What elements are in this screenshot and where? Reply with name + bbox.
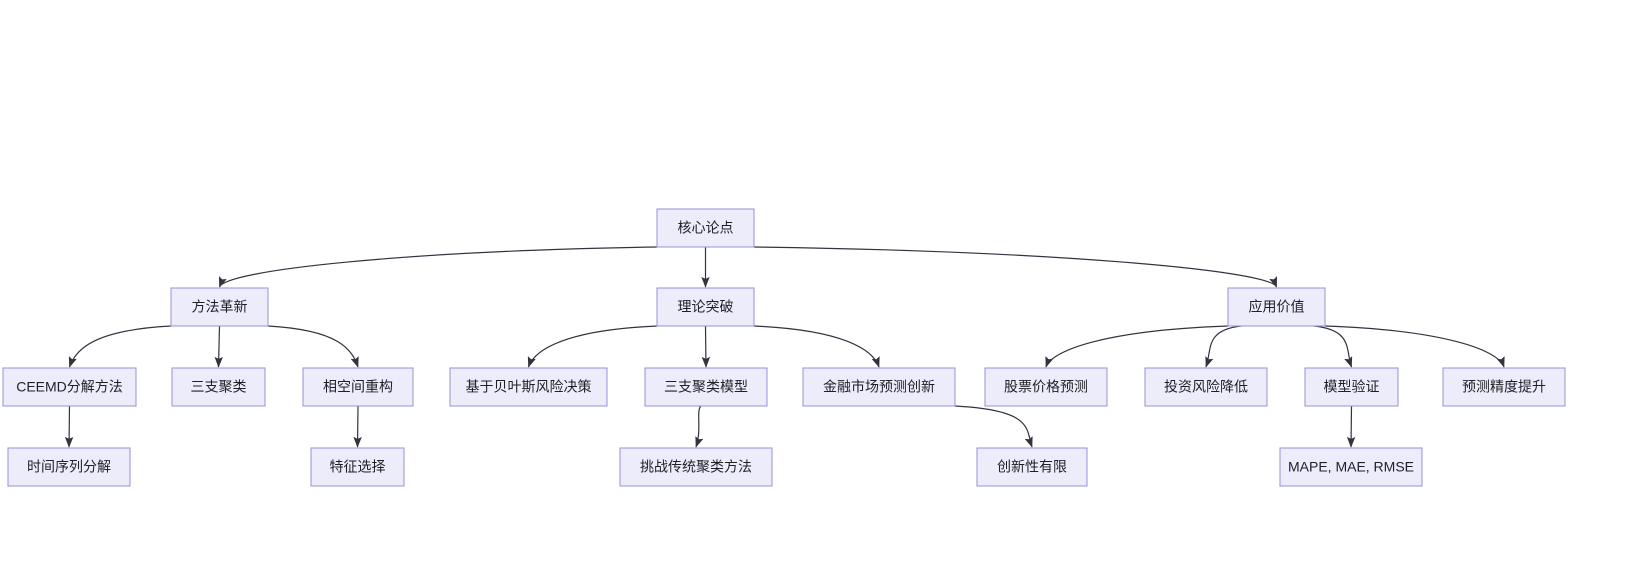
node-l1c[interactable]: 应用价值 [1227, 287, 1326, 327]
edge-l2c-to-l3b [353, 405, 362, 448]
node-box[interactable] [449, 367, 608, 407]
edge-l1c-to-l2g [1045, 325, 1229, 368]
node-l2f[interactable]: 金融市场预测创新 [802, 367, 956, 407]
edge-l2a-to-l3a [64, 405, 74, 448]
node-l3b[interactable]: 特征选择 [310, 447, 405, 487]
node-box[interactable] [7, 447, 131, 487]
edge-l1b-to-l2f [753, 325, 880, 368]
node-box[interactable] [976, 447, 1088, 487]
node-l2a[interactable]: CEEMD分解方法 [2, 367, 137, 407]
node-l3e[interactable]: MAPE, MAE, RMSE [1279, 447, 1423, 487]
node-l2i[interactable]: 模型验证 [1304, 367, 1399, 407]
edge-l1a-to-l2a [68, 325, 172, 368]
node-box[interactable] [170, 287, 269, 327]
edge-l1c-to-l2j [1324, 325, 1505, 368]
node-box[interactable] [302, 367, 414, 407]
edge-l1b-to-l2e [701, 325, 711, 368]
node-box[interactable] [644, 367, 768, 407]
node-l3a[interactable]: 时间序列分解 [7, 447, 131, 487]
node-box[interactable] [619, 447, 773, 487]
node-l3c[interactable]: 挑战传统聚类方法 [619, 447, 773, 487]
edge-l1a-to-l2c [267, 325, 359, 368]
node-l3d[interactable]: 创新性有限 [976, 447, 1088, 487]
node-box[interactable] [1442, 367, 1566, 407]
node-l2c[interactable]: 相空间重构 [302, 367, 414, 407]
node-box[interactable] [984, 367, 1108, 407]
node-box[interactable] [1304, 367, 1399, 407]
edge-l1c-to-l2i [1313, 325, 1353, 368]
edge-l1c-to-l2h [1205, 325, 1242, 368]
edges-layer [64, 246, 1505, 448]
edge-l2e-to-l3c [695, 405, 704, 448]
node-box[interactable] [310, 447, 405, 487]
node-box[interactable] [802, 367, 956, 407]
edge-l1a-to-l2b [214, 325, 223, 368]
node-box[interactable] [2, 367, 137, 407]
node-l1a[interactable]: 方法革新 [170, 287, 269, 327]
node-l2e[interactable]: 三支聚类模型 [644, 367, 768, 407]
node-l2j[interactable]: 预测精度提升 [1442, 367, 1566, 407]
node-l2h[interactable]: 投资风险降低 [1144, 367, 1268, 407]
node-box[interactable] [171, 367, 266, 407]
edge-l2i-to-l3e [1346, 405, 1356, 448]
edge-l1b-to-l2d [527, 325, 658, 368]
node-box[interactable] [656, 208, 755, 248]
node-box[interactable] [1144, 367, 1268, 407]
node-l1b[interactable]: 理论突破 [656, 287, 755, 327]
node-l2b[interactable]: 三支聚类 [171, 367, 266, 407]
node-box[interactable] [656, 287, 755, 327]
nodes-layer: 核心论点方法革新 理论突破 应用价值 CEEMD分解方法三支聚类相空间重构基于贝叶斯风… [2, 208, 1566, 487]
node-box[interactable] [1279, 447, 1423, 487]
node-root[interactable]: 核心论点 [656, 208, 755, 248]
edge-l2f-to-l3d [954, 405, 1033, 448]
node-box[interactable] [1227, 287, 1326, 327]
node-l2d[interactable]: 基于贝叶斯风险决策 [449, 367, 608, 407]
node-l2g[interactable]: 股票价格预测 [984, 367, 1108, 407]
edge-root-to-l1a [218, 246, 658, 288]
edge-root-to-l1c [753, 246, 1278, 288]
